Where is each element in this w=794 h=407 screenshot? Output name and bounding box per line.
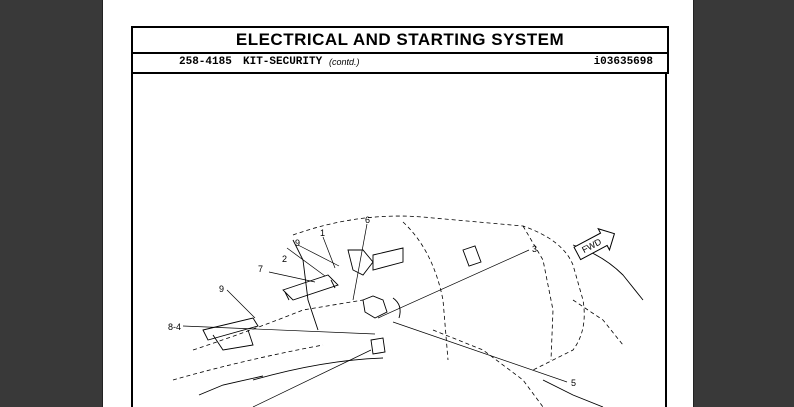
- callout-9-left: 9: [219, 284, 224, 294]
- callout-5: 5: [571, 378, 576, 388]
- page-title: ELECTRICAL AND STARTING SYSTEM: [235, 30, 565, 49]
- callout-1: 1: [320, 228, 325, 238]
- part-header-row: 258-4185 KIT-SECURITY (contd.) i03635698: [131, 52, 669, 74]
- frame-left-rule: [131, 72, 133, 407]
- callout-3: 3: [532, 244, 537, 254]
- callout-7: 7: [258, 264, 263, 274]
- forward-arrow-icon: FWD: [573, 227, 616, 261]
- part-name: KIT-SECURITY: [243, 56, 323, 68]
- frame-right-rule: [665, 72, 667, 407]
- callout-2: 2: [282, 254, 287, 264]
- callout-labels: 1 2 7 9 9 6 3 8-4 5: [168, 215, 576, 388]
- callout-6: 6: [365, 215, 370, 225]
- part-number: 258-4185: [179, 56, 232, 68]
- leader-lines: [182, 223, 568, 407]
- parts-illustration: 1 2 7 9 9 6 3 8-4 5 FWD: [168, 215, 644, 407]
- callout-9-top: 9: [295, 238, 300, 248]
- cab-outline-dashed: [172, 215, 624, 407]
- continued-label: (contd.): [329, 57, 360, 67]
- cab-outline-solid: [198, 239, 644, 407]
- document-id: i03635698: [593, 56, 653, 68]
- document-page: ELECTRICAL AND STARTING SYSTEM 258-4185 …: [102, 0, 694, 407]
- title-box: ELECTRICAL AND STARTING SYSTEM: [131, 26, 669, 54]
- callout-8-4: 8-4: [168, 322, 181, 332]
